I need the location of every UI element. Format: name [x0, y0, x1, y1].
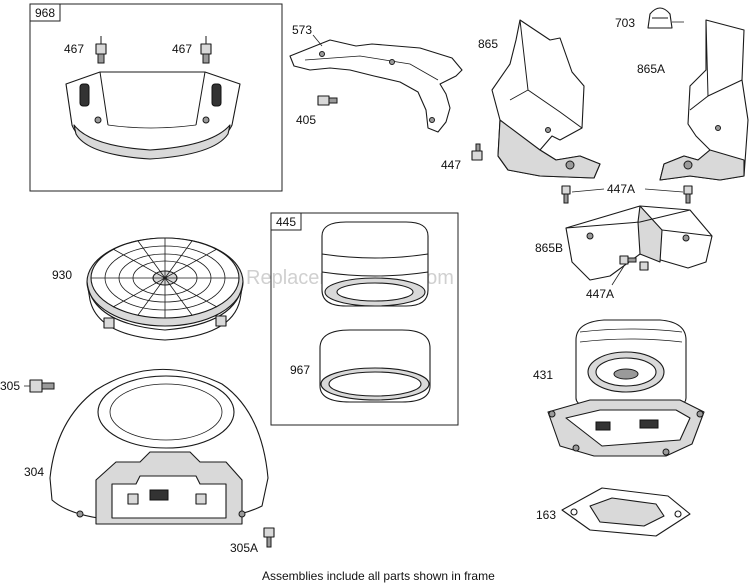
assembly-frame-968 — [29, 3, 283, 192]
leader-447A-top-left — [571, 188, 605, 193]
frame-tag-box-445 — [270, 212, 302, 231]
label-865[interactable]: 865 — [478, 37, 498, 51]
frame-tag-445: 445 — [276, 215, 296, 229]
frame-tag-box-968 — [29, 3, 61, 22]
part-305A-screw[interactable] — [263, 527, 275, 548]
label-304[interactable]: 304 — [24, 465, 44, 479]
label-305[interactable]: 305 — [0, 379, 20, 393]
label-865A[interactable]: 865A — [637, 62, 665, 76]
leader-447A-top-right — [644, 188, 684, 193]
label-305A[interactable]: 305A — [230, 541, 258, 555]
part-405-screw[interactable] — [317, 95, 338, 106]
part-865B-cover[interactable] — [565, 205, 713, 281]
leader-447A-bottom — [611, 265, 625, 286]
part-467-screw-right[interactable] — [200, 36, 212, 64]
part-865A-baffle[interactable] — [659, 19, 749, 181]
label-405[interactable]: 405 — [296, 113, 316, 127]
part-431-air-cleaner-base[interactable] — [547, 319, 705, 457]
leader-573 — [312, 34, 323, 47]
label-930[interactable]: 930 — [52, 268, 72, 282]
part-703-clip[interactable] — [647, 7, 684, 29]
part-447-screw[interactable] — [471, 143, 483, 161]
label-447A-top[interactable]: 447A — [607, 182, 635, 196]
label-573[interactable]: 573 — [292, 23, 312, 37]
label-447[interactable]: 447 — [441, 158, 461, 172]
label-967[interactable]: 967 — [290, 363, 310, 377]
part-865-baffle[interactable] — [491, 19, 601, 179]
part-447A-screw-left[interactable] — [561, 185, 571, 204]
part-467-screw-left[interactable] — [95, 36, 107, 64]
part-447A-screw-right[interactable] — [683, 185, 693, 204]
assembly-frame-445 — [270, 212, 459, 426]
label-467-left[interactable]: 467 — [64, 42, 84, 56]
part-163-gasket[interactable] — [561, 487, 691, 537]
label-431[interactable]: 431 — [533, 368, 553, 382]
part-304-blower-housing[interactable] — [49, 368, 269, 525]
part-573-bracket[interactable] — [289, 39, 463, 133]
part-930-fan-guard[interactable] — [86, 237, 244, 341]
label-865B[interactable]: 865B — [535, 241, 563, 255]
label-163[interactable]: 163 — [536, 508, 556, 522]
part-967-pre-cleaner[interactable] — [319, 329, 431, 403]
label-447A-bottom[interactable]: 447A — [586, 287, 614, 301]
label-703[interactable]: 703 — [615, 16, 635, 30]
assemblies-note: Assemblies include all parts shown in fr… — [262, 569, 495, 583]
part-305-screw[interactable] — [24, 379, 55, 393]
frame-tag-968: 968 — [35, 6, 55, 20]
part-447A-screw-bottom[interactable] — [619, 255, 649, 271]
part-968-shroud[interactable] — [65, 71, 241, 160]
label-467-right[interactable]: 467 — [172, 42, 192, 56]
part-445-air-filter[interactable] — [321, 221, 429, 307]
